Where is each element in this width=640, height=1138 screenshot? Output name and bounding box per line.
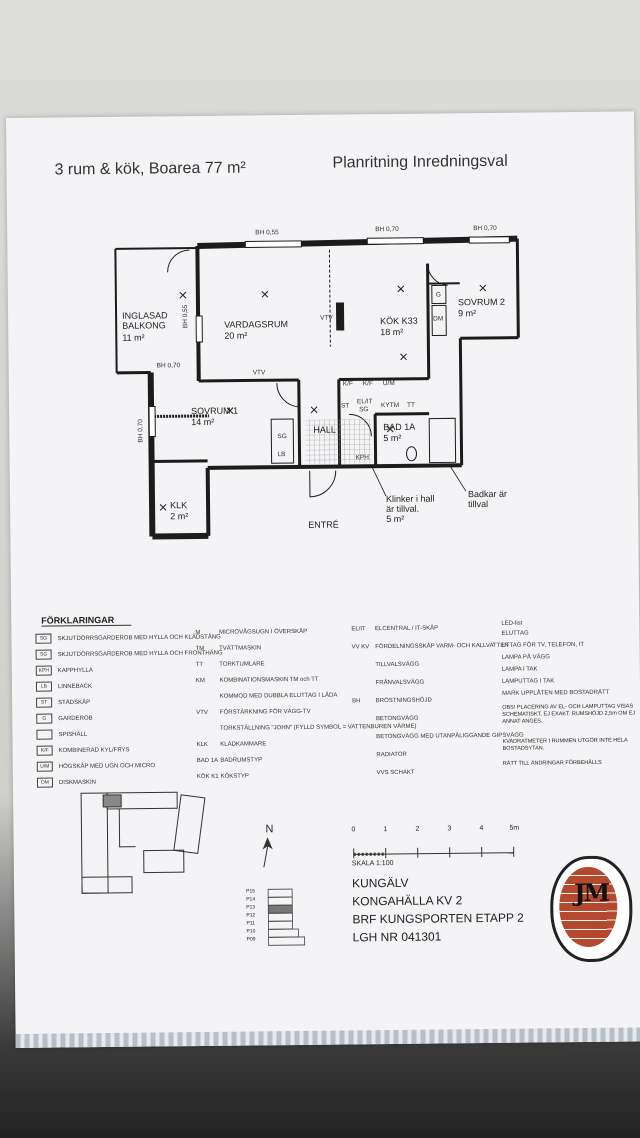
room-label-balkong: INGLASAD BALKONG xyxy=(122,310,168,331)
scale-tick: 0 xyxy=(351,826,356,834)
legend-item: RADIATOR xyxy=(376,751,407,759)
scale-tick: 2 xyxy=(415,825,420,833)
floor-plan-sheet: 3 rum & kök, Boarea 77 m² Planritning In… xyxy=(6,111,640,1048)
north-label: N xyxy=(265,823,274,836)
scale-tick: 5m xyxy=(509,824,520,832)
kvm-note: KVADRATMETER I RUMMEN UTGÖR INTE HELA BO… xyxy=(502,737,628,752)
floor-stack xyxy=(267,888,306,946)
room-area-balkong: 11 m² xyxy=(122,332,145,343)
address-brf: BRF KUNGSPORTEN ETAPP 2 xyxy=(352,910,524,927)
room-area-bad: 5 m² xyxy=(383,432,402,444)
legend-item: KOMMOD MED DUBBLA ELUTTAG I LÅDA xyxy=(219,692,338,700)
room-label-sovrum1: SOVRUM 1 xyxy=(191,405,239,417)
fixture-code: KYTM xyxy=(380,401,400,410)
legend-item: M MICROVÅGSUGN I ÖVERSKÅP xyxy=(195,628,308,637)
room-area-kok: 18 m² xyxy=(380,326,404,338)
note-badkar: Badkar är tillval xyxy=(467,488,508,510)
room-area-sovrum1: 14 m² xyxy=(191,416,215,428)
legend-item: KLK KLÄDKAMMARE xyxy=(196,741,267,749)
scale-label: SKALA 1:100 xyxy=(351,859,394,868)
legend-item: VVS SCHAKT xyxy=(376,769,415,777)
obs-note: OBS! PLACERING AV EL- OCH LAMPUTTAG VISA… xyxy=(502,703,636,725)
note-klinker: Klinker i hall är tillval. 5 m² xyxy=(385,493,435,525)
room-label-kok: KÖK K33 xyxy=(380,315,418,327)
legend-title: FÖRKLARINGAR xyxy=(41,614,132,627)
fixture-code: G xyxy=(435,291,441,299)
legend-item: VV KV FÖRDELNINGSSKÅP VARM- OCH KALLVATT… xyxy=(351,642,509,651)
legend-item: FRÅNVALSVÄGG xyxy=(375,679,425,687)
room-label-klk: KLK xyxy=(170,500,188,511)
bh-label: BH 0,70 xyxy=(375,225,399,234)
floor-plan-drawing xyxy=(114,235,520,540)
fixture-code: EL/IT xyxy=(356,398,373,406)
fixture-code: U/M xyxy=(382,379,395,388)
fixture-code: DM xyxy=(433,315,444,323)
rights-note: RÄTT TILL ÄNDRINGAR FÖRBEHÅLLS xyxy=(502,759,602,767)
legend-item: KM KOMBINATIONSMASKIN TM och TT xyxy=(195,676,319,685)
jm-logo: JM xyxy=(549,855,633,963)
room-label-entre: ENTRÉ xyxy=(308,519,339,530)
room-label-sovrum2: SOVRUM 2 xyxy=(457,296,506,308)
legend-item: VTV FÖRSTÄRKNING FÖR VÄGG-TV xyxy=(196,708,311,717)
apartment-number: LGH NR 041301 xyxy=(352,929,442,945)
room-label-bad: BAD 1A xyxy=(383,421,416,433)
room-area-klk: 2 m² xyxy=(170,511,189,522)
room-area-sovrum2: 9 m² xyxy=(458,308,477,319)
bh-label: BH 0,70 xyxy=(473,224,497,233)
bh-label: BH 0,70 xyxy=(156,362,181,370)
fixture-code: ST xyxy=(340,402,350,410)
room-area-vardagsrum: 20 m² xyxy=(224,330,248,341)
scale-tick: 1 xyxy=(383,826,388,834)
legend-item: TM TVÄTTMASKIN xyxy=(195,645,262,653)
legend-item: BETONGVÄGG xyxy=(375,715,419,723)
fixture-code: SG xyxy=(359,406,369,414)
legend-item: EL/IT ELCENTRAL / IT-SKÅP xyxy=(351,625,439,633)
scale-tick: 3 xyxy=(447,825,452,833)
fixture-code: TT xyxy=(406,401,416,409)
legend-item: BAD 1A BADRUMSTYP xyxy=(196,757,263,765)
bh-label: BH 0,70 xyxy=(137,419,145,443)
address-block: KONGAHÄLLA KV 2 xyxy=(352,893,463,909)
fixture-code: LB xyxy=(277,451,286,459)
fixture-code: VTV xyxy=(252,369,266,377)
fixture-code: VTV xyxy=(320,314,333,322)
address-city: KUNGÄLV xyxy=(351,875,409,891)
jm-logo-text: JM xyxy=(574,877,609,908)
room-label-hall: HALL xyxy=(313,424,336,435)
bh-label: BH 0,55 xyxy=(181,304,190,329)
sheet-binding-edge xyxy=(15,1027,640,1048)
key-plan xyxy=(80,791,206,894)
fixture-code: KPH xyxy=(355,454,369,462)
fixture-code: K/F xyxy=(342,380,353,388)
legend-item: BH BRÖSTNINGSHÖJD xyxy=(352,697,432,705)
legend-item: MARK UPPLÅTEN MED BOSTADRÄTT xyxy=(502,689,610,697)
fixture-code: K/F xyxy=(362,380,373,388)
fixture-code: SG xyxy=(277,433,287,441)
bh-label: BH 0,55 xyxy=(255,229,279,237)
legend-item: BETONGVÄGG MED UTANPÅLIGGANDE GIPSVÄGG xyxy=(376,732,524,741)
room-label-vardagsrum: VARDAGSRUM xyxy=(224,319,289,330)
legend-item: SPISHÄLL xyxy=(36,729,87,744)
scale-bar xyxy=(353,846,515,859)
scale-tick: 4 xyxy=(479,825,484,833)
legend-item: TILLVALSVÄGG xyxy=(375,661,420,669)
legend-item: TT TORKTUMLARE xyxy=(195,661,265,669)
north-arrow-icon xyxy=(262,837,273,868)
